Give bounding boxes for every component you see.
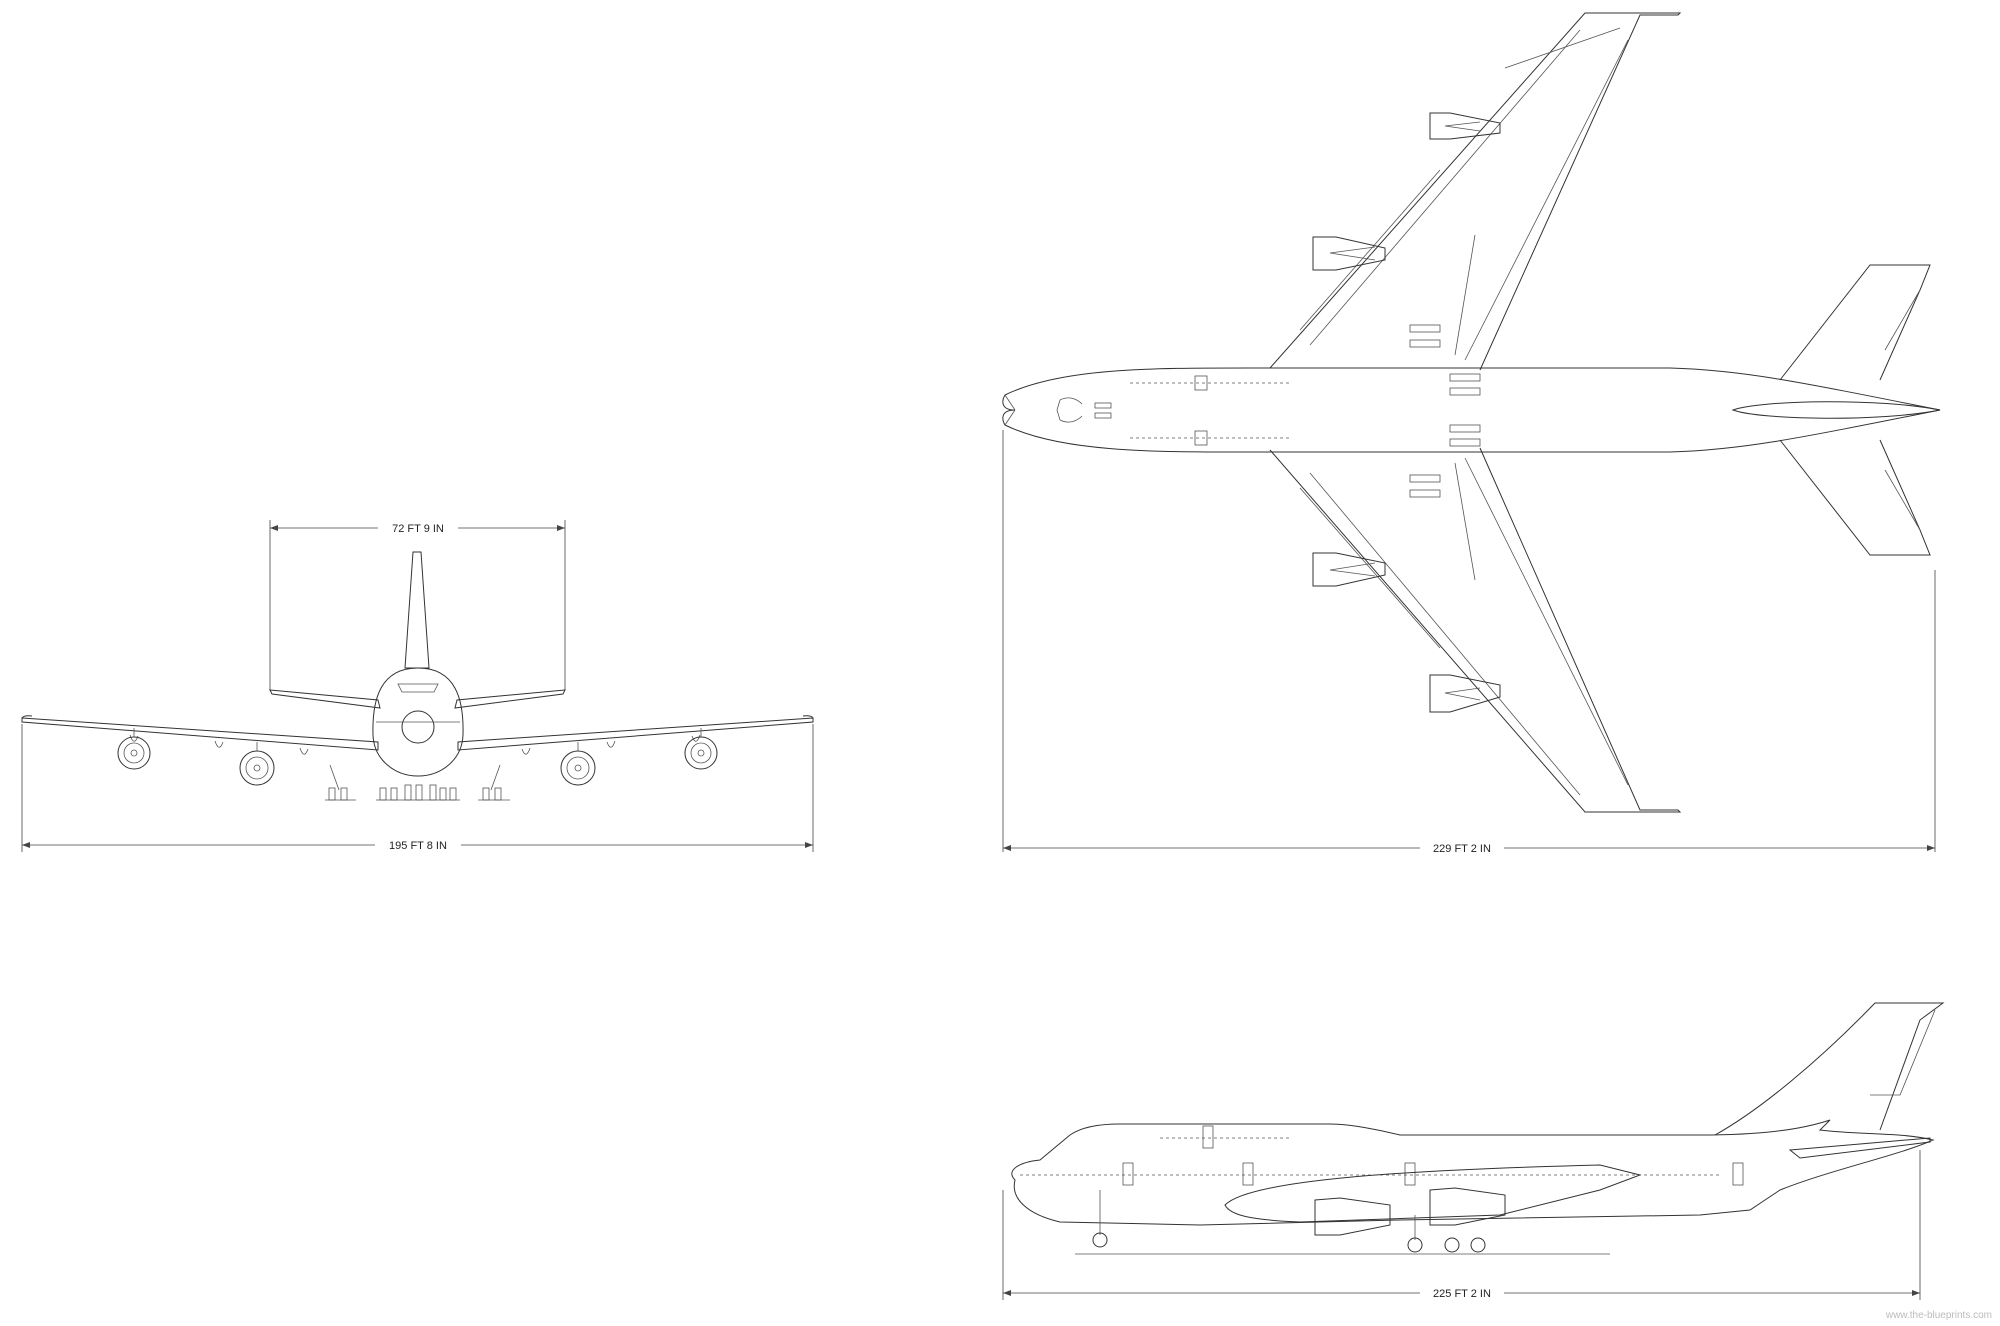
top-lower-engines	[1312, 552, 1501, 713]
side-view: 225 FT 2 IN	[1002, 1002, 1945, 1300]
side-window-rows	[1020, 1137, 1720, 1176]
front-span-dimension: 195 FT 8 IN	[21, 724, 814, 852]
top-gear-doors	[1409, 324, 1481, 498]
watermark: www.the-blueprints.com	[1885, 1310, 1992, 1321]
front-view: 72 FT 9 IN	[21, 519, 814, 852]
front-height-label: 72 FT 9 IN	[392, 523, 444, 535]
side-length-label: 225 FT 2 IN	[1433, 1288, 1491, 1300]
top-window-rows	[1130, 382, 1290, 439]
side-engines	[1314, 1187, 1506, 1236]
front-span-label: 195 FT 8 IN	[389, 840, 447, 852]
front-landing-gear	[325, 764, 510, 801]
side-landing-gear	[1075, 1190, 1610, 1255]
top-length-label: 229 FT 2 IN	[1433, 843, 1491, 855]
top-upper-engines	[1312, 112, 1501, 271]
front-height-dimension: 72 FT 9 IN	[269, 519, 566, 690]
top-length-dimension: 229 FT 2 IN	[1002, 430, 1936, 855]
top-view: 229 FT 2 IN	[1002, 12, 1941, 855]
front-engines	[117, 728, 718, 786]
side-length-dimension: 225 FT 2 IN	[1002, 1150, 1921, 1300]
